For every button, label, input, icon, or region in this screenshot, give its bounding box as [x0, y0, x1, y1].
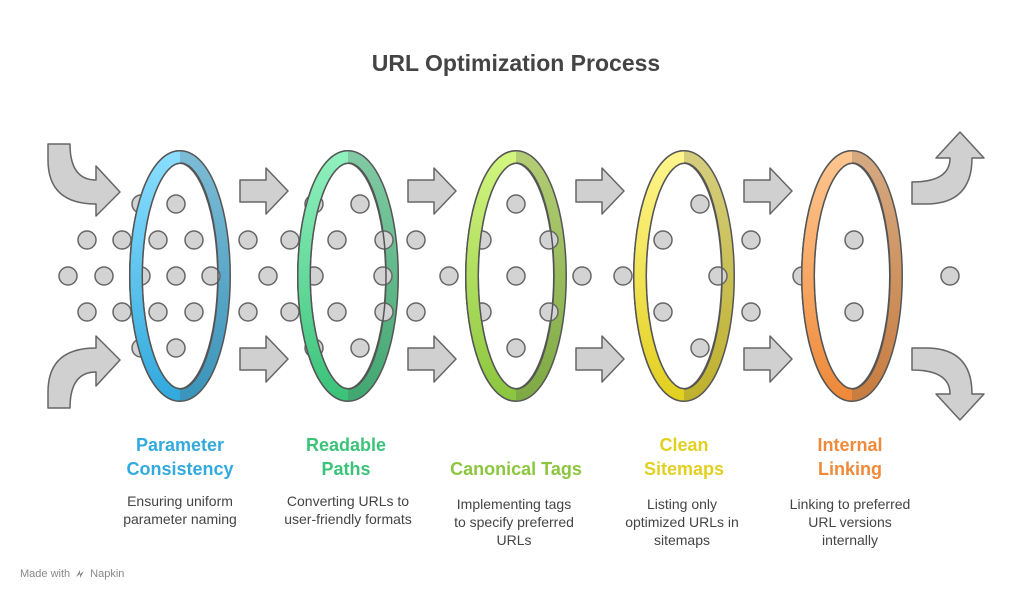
flow-dot-32: [373, 266, 393, 286]
stage-label-2: Readable Paths: [256, 433, 436, 481]
flow-dot-13: [166, 338, 186, 358]
stage-label-3: Canonical Tags: [426, 457, 606, 481]
flow-dot-45: [653, 230, 673, 250]
chevron-arrow-top-2: [407, 167, 457, 215]
chevron-arrow-bottom-3: [575, 335, 625, 383]
stage-desc-3-line1: Implementing tags: [456, 496, 572, 512]
stage-label-5: Internal Linking: [760, 433, 940, 481]
flow-dot-33: [406, 230, 426, 250]
stage-desc-2-line1: Converting URLs to: [286, 493, 410, 509]
stage-desc-5-line1: Linking to preferred: [789, 496, 911, 512]
stage-desc-5: Linking to preferred URL versions intern…: [765, 495, 935, 549]
stage-label-5-line1: Internal: [817, 435, 883, 455]
stage-desc-4: Listing only optimized URLs in sitemaps: [597, 495, 767, 549]
flow-dot-38: [506, 194, 526, 214]
flow-dot-29: [350, 338, 370, 358]
flow-dot-12: [166, 194, 186, 214]
flow-dot-28: [350, 194, 370, 214]
flow-dot-17: [201, 266, 221, 286]
stage-label-1-line1: Parameter: [135, 435, 225, 455]
curved-arrow-entry-bottom: [47, 335, 121, 409]
stage-label-5-line2: Linking: [818, 459, 882, 479]
stage-desc-5-line2: URL versions: [808, 514, 892, 530]
flow-dot-10: [148, 230, 168, 250]
chevron-arrow-bottom-4: [743, 335, 793, 383]
flow-dot-26: [327, 230, 347, 250]
stage-ring-4: [633, 150, 723, 402]
curved-arrow-exit-top: [911, 131, 985, 205]
flow-dot-27: [327, 302, 347, 322]
chevron-arrow-top-4: [743, 167, 793, 215]
flow-dot-54: [844, 302, 864, 322]
stage-label-4: Clean Sitemaps: [594, 433, 774, 481]
flow-dot-35: [439, 266, 459, 286]
stage-label-4-line2: Sitemaps: [643, 459, 725, 479]
flow-dot-22: [280, 302, 300, 322]
flow-dot-16: [184, 302, 204, 322]
flow-dot-21: [280, 230, 300, 250]
flow-dot-44: [613, 266, 633, 286]
stage-ring-3: [465, 150, 555, 402]
stage-label-3-line1: Canonical Tags: [450, 459, 582, 479]
stage-ring-1: [129, 150, 219, 402]
flow-dot-41: [539, 230, 559, 250]
stage-desc-4-line2: optimized URLs in: [625, 514, 739, 530]
flow-dot-34: [406, 302, 426, 322]
flow-dot-2: [77, 302, 97, 322]
curved-arrow-exit-bottom: [911, 347, 985, 421]
stage-label-2-line1: Readable: [305, 435, 387, 455]
flow-dot-6: [112, 302, 132, 322]
flow-dot-11: [148, 302, 168, 322]
flow-dot-50: [741, 230, 761, 250]
chevron-arrow-bottom-1: [239, 335, 289, 383]
flow-dot-19: [238, 302, 258, 322]
stage-desc-1: Ensuring uniform parameter naming: [95, 492, 265, 528]
stage-ring-2: [297, 150, 387, 402]
chevron-arrow-bottom-2: [407, 335, 457, 383]
flow-dot-39: [506, 338, 526, 358]
flow-dot-48: [690, 338, 710, 358]
flow-dot-42: [539, 302, 559, 322]
flow-dot-43: [572, 266, 592, 286]
flow-dot-1: [77, 230, 97, 250]
stage-desc-1-line2: parameter naming: [123, 511, 237, 527]
stage-desc-2-line2: user-friendly formats: [284, 511, 412, 527]
stage-desc-3: Implementing tags to specify preferred U…: [429, 495, 599, 549]
stage-label-1: Parameter Consistency: [90, 433, 270, 481]
diagram-title: URL Optimization Process: [371, 50, 661, 76]
stage-desc-3-line3: URLs: [496, 532, 532, 548]
stage-desc-3-line2: to specify preferred: [454, 514, 574, 530]
flow-dot-3: [58, 266, 78, 286]
flow-dot-55: [940, 266, 960, 286]
stage-desc-4-line1: Listing only: [646, 496, 718, 512]
flow-dot-14: [166, 266, 186, 286]
stage-desc-1-line1: Ensuring uniform: [127, 493, 233, 509]
footer-brand: Napkin: [90, 568, 125, 580]
flow-dot-51: [741, 302, 761, 322]
flow-dot-15: [184, 230, 204, 250]
chevron-arrow-top-3: [575, 167, 625, 215]
flow-dot-49: [708, 266, 728, 286]
stage-desc-2: Converting URLs to user-friendly formats: [263, 492, 433, 528]
flow-dot-5: [112, 230, 132, 250]
stage-label-4-line1: Clean: [659, 435, 709, 455]
flow-dot-53: [844, 230, 864, 250]
footer-credit: Made with Napkin: [20, 568, 124, 580]
flow-dot-46: [653, 302, 673, 322]
flow-dot-20: [258, 266, 278, 286]
flow-dot-18: [238, 230, 258, 250]
stage-desc-5-line3: internally: [821, 532, 879, 548]
stage-label-2-line2: Paths: [321, 459, 371, 479]
curved-arrow-entry-top: [47, 143, 121, 217]
stage-desc-4-line3: sitemaps: [653, 532, 711, 548]
chevron-arrow-top-1: [239, 167, 289, 215]
footer-made-with: Made with: [20, 568, 71, 580]
flow-dot-4: [94, 266, 114, 286]
stage-ring-5: [801, 150, 891, 402]
flow-dot-47: [690, 194, 710, 214]
flow-dot-40: [506, 266, 526, 286]
napkin-logo-icon: [76, 570, 85, 578]
stage-label-1-line2: Consistency: [126, 459, 234, 479]
